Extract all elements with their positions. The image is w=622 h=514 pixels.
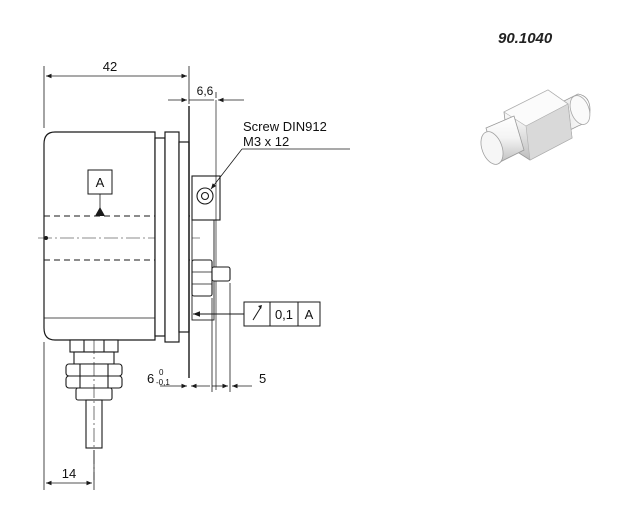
dimension-offset	[160, 283, 252, 392]
tolerance-value: 0,1	[275, 307, 293, 322]
dimension-42-label: 42	[103, 59, 117, 74]
torque-plate	[191, 100, 221, 390]
dimension-14	[43, 342, 95, 490]
runout-icon	[252, 305, 262, 321]
hex-stud	[191, 259, 231, 297]
stud-3d-render-image	[480, 89, 591, 165]
dimension-offset-tol-lower: -0,1	[156, 378, 170, 387]
tolerance-datum: A	[305, 307, 314, 322]
dimension-offset-label: 6	[147, 371, 154, 386]
screw-note-line2: M3 x 12	[243, 134, 289, 149]
dimension-6-6-label: 6,6	[197, 84, 214, 98]
dimension-42	[43, 66, 190, 128]
dimension-stud-label: 5	[259, 371, 266, 386]
dimension-6-6	[168, 92, 244, 103]
datum-feature-a	[87, 169, 113, 216]
dimension-14-label: 14	[62, 466, 76, 481]
mounting-flange	[154, 106, 190, 378]
dimension-offset-tol-upper: 0	[159, 368, 164, 377]
cable-gland	[65, 339, 123, 480]
part-number: 90.1040	[498, 30, 553, 47]
screw-note-line1: Screw DIN912	[243, 119, 327, 134]
screw-leader	[210, 148, 350, 190]
datum-label: A	[96, 175, 105, 190]
